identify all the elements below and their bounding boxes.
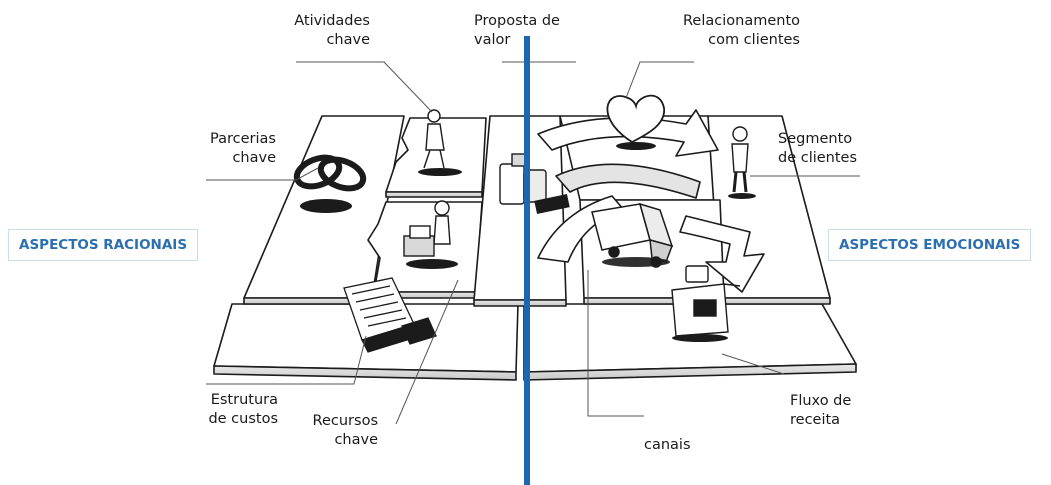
label-recursos-chave: Recursos chave [312, 413, 378, 448]
worker-icon [418, 109, 462, 176]
aspect-label-racionais: ASPECTOS RACIONAIS [8, 229, 199, 261]
cart-icon [403, 200, 458, 269]
label-relacionamento: Relacionamento com clientes [683, 13, 800, 48]
calculator-icon [401, 317, 437, 345]
aspect-label-emocionais: ASPECTOS EMOCIONAIS [828, 229, 1032, 261]
label-atividades-chave: Atividades chave [294, 13, 370, 48]
label-segmento-de-clientes: Segmento de clientes [778, 131, 858, 166]
label-fluxo-de-receita: Fluxo de receita [790, 393, 852, 428]
label-parcerias-chave: Parcerias chave [210, 131, 276, 166]
person-icon [728, 126, 756, 199]
cash-register-icon [671, 265, 741, 342]
label-canais: canais [644, 437, 691, 453]
leader-lines [206, 61, 860, 425]
heart-icon [606, 94, 665, 150]
label-estrutura-de-custos: Estrutura de custos [208, 392, 278, 427]
truck-icon [591, 202, 674, 268]
label-proposta-de-valor: Proposta de valor [474, 13, 560, 48]
canvas-board [213, 115, 857, 381]
